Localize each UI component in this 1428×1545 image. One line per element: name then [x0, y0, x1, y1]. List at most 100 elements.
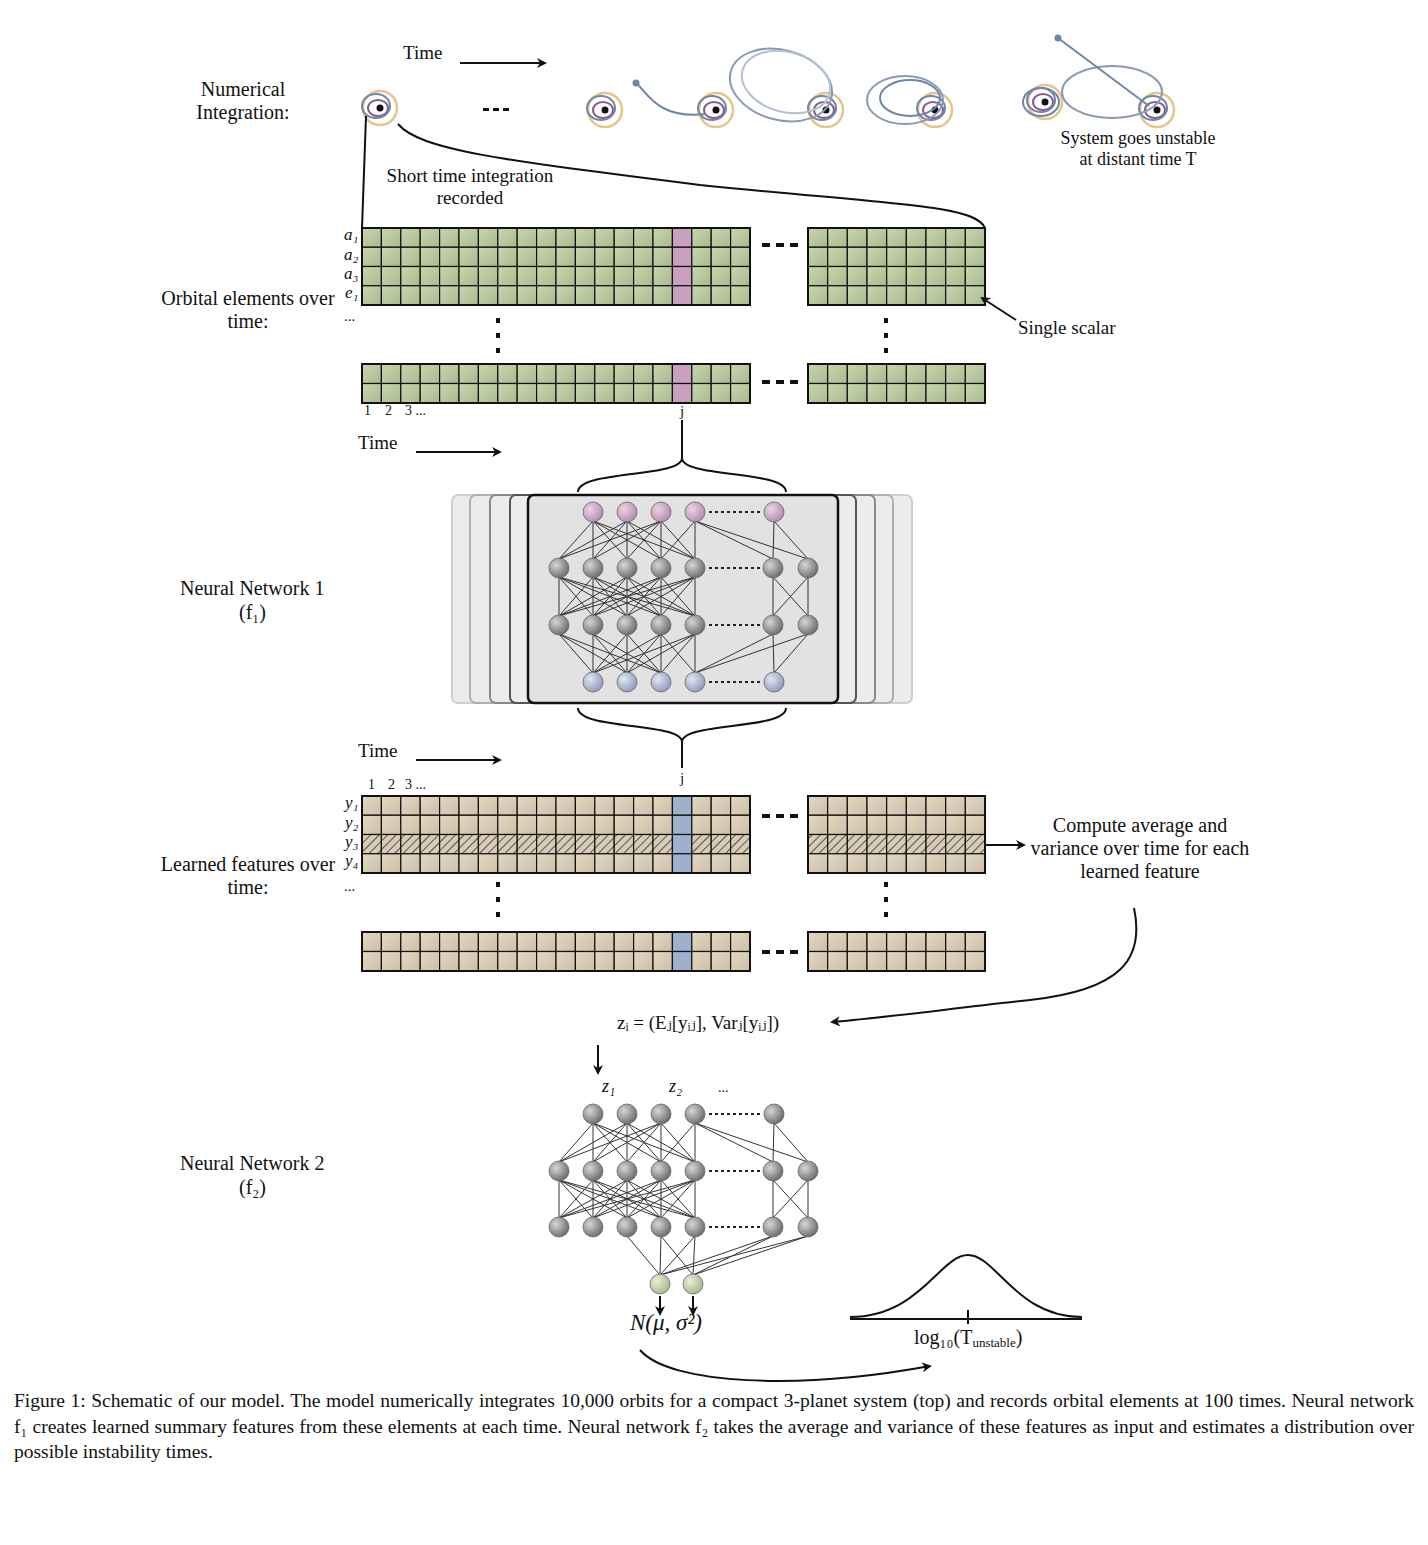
network-link	[695, 521, 773, 559]
grid-cell	[537, 228, 556, 247]
variable-name: y₄	[345, 851, 358, 871]
grid-cell	[401, 286, 420, 305]
neuron	[617, 558, 637, 578]
grid-cell	[517, 267, 536, 286]
network-link	[627, 521, 661, 559]
grid-cell	[401, 952, 420, 972]
grid-cell	[556, 835, 575, 854]
star	[1042, 99, 1049, 106]
grid-cell	[420, 384, 439, 404]
grid-cell	[362, 854, 381, 873]
network-link	[559, 1180, 593, 1218]
row-label: Learned features over time:	[153, 853, 343, 899]
grid-cell	[867, 267, 887, 286]
grid-cell	[653, 384, 672, 404]
network-link	[559, 577, 695, 616]
neuron	[685, 1161, 705, 1181]
network-link	[559, 1123, 661, 1162]
grid-cell	[828, 384, 848, 404]
grid-cell	[362, 835, 381, 854]
grid-cell	[926, 952, 946, 972]
grid-cell	[926, 835, 946, 854]
grid-cell	[614, 364, 633, 384]
planet	[1055, 35, 1062, 42]
ellipsis-dot	[751, 1170, 754, 1172]
grid-cell	[381, 267, 400, 286]
neuron	[685, 558, 705, 578]
grid-cell	[381, 228, 400, 247]
network-link	[593, 634, 594, 673]
grid-cell	[692, 796, 711, 815]
neuron	[798, 558, 818, 578]
network-link	[661, 634, 695, 673]
grid-cell	[692, 267, 711, 286]
network-link	[660, 1236, 808, 1275]
grid-cell	[926, 228, 946, 247]
grid-cell	[634, 286, 653, 305]
grid-cell	[498, 835, 517, 854]
network-link	[593, 577, 695, 616]
variable-name: y₁	[345, 793, 358, 813]
grid-cell	[711, 815, 730, 834]
grid-cell	[440, 384, 459, 404]
network-link	[593, 634, 695, 673]
ellipsis-dot	[739, 1113, 742, 1115]
time-index: 1	[364, 403, 371, 419]
grid-cell	[808, 247, 828, 266]
grid-cell	[731, 796, 750, 815]
grid-cell	[847, 267, 867, 286]
ellipsis-dot	[757, 1170, 760, 1172]
neuron	[583, 1161, 603, 1181]
grid-cell	[887, 384, 907, 404]
grid-cell	[595, 384, 614, 404]
orbit	[867, 76, 943, 124]
ellipsis: ...	[344, 308, 355, 325]
ellipsis-dot	[715, 624, 718, 626]
network-link	[559, 577, 695, 616]
network-link	[593, 1123, 661, 1162]
ellipsis-dot	[721, 1226, 724, 1228]
grid-cell	[887, 247, 907, 266]
grid-cell	[478, 815, 497, 834]
grid-cell	[420, 364, 439, 384]
grid-cell	[459, 815, 478, 834]
grid-cell	[926, 815, 946, 834]
grid-cell	[808, 384, 828, 404]
network-link	[660, 1236, 661, 1275]
grid-cell	[906, 815, 926, 834]
network-link	[559, 1123, 627, 1162]
grid-cell	[575, 815, 594, 834]
row-label: Numerical Integration:	[168, 78, 318, 124]
grid-cell	[906, 854, 926, 873]
ellipsis-dot	[751, 1226, 754, 1228]
variable-name: e₁	[345, 283, 358, 303]
ellipsis-dot	[733, 511, 736, 513]
grid-cell	[672, 815, 691, 834]
network-link	[593, 634, 627, 673]
network-link	[559, 1180, 695, 1218]
grid-cell	[867, 286, 887, 305]
grid-cell	[965, 932, 985, 952]
network-link	[695, 634, 773, 673]
orbit	[636, 83, 706, 115]
ellipsis: ...	[718, 1080, 729, 1096]
grid-cell	[711, 286, 730, 305]
grid-cell	[420, 228, 439, 247]
grid-cell	[731, 228, 750, 247]
grid-cell	[808, 228, 828, 247]
grid-cell	[808, 364, 828, 384]
ellipsis-dot	[745, 567, 748, 569]
grid-cell	[653, 952, 672, 972]
network-link	[661, 1123, 662, 1162]
network-link	[627, 1236, 660, 1275]
grid-cell	[634, 854, 653, 873]
grid-cell	[595, 835, 614, 854]
neuron	[764, 1104, 784, 1124]
orbit	[1033, 94, 1053, 110]
grid-cell	[906, 932, 926, 952]
orbit	[722, 38, 841, 133]
neuron	[651, 615, 671, 635]
ellipsis-dot	[745, 624, 748, 626]
orbit	[368, 100, 388, 116]
